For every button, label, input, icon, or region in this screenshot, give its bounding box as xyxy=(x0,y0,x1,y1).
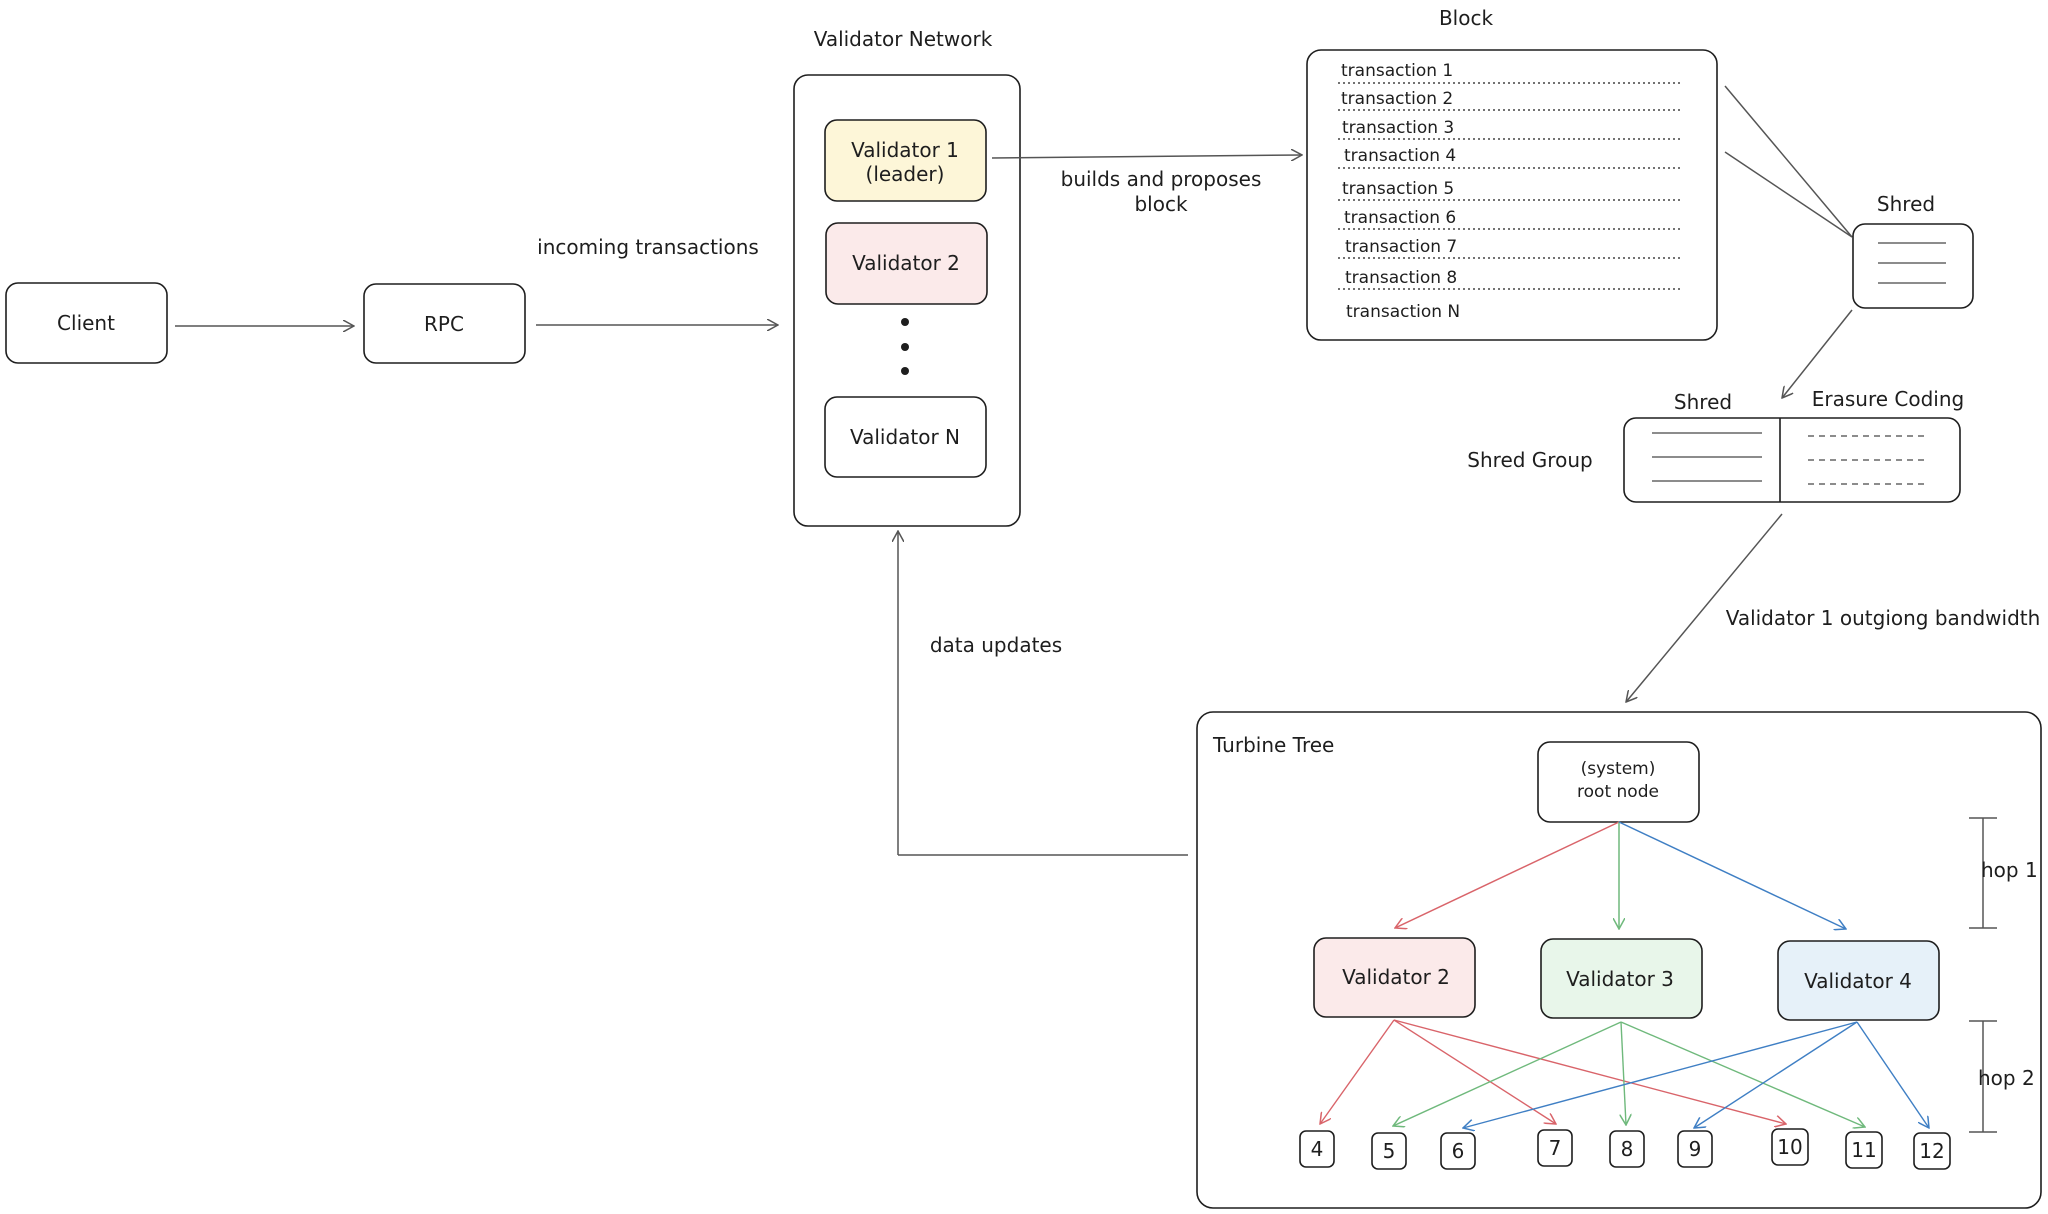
block-to-shred-line xyxy=(1724,151,1853,238)
validator-n-node xyxy=(824,396,987,478)
hop2-arrow-blue xyxy=(1694,1021,1858,1128)
turbine-validator-3-node xyxy=(1540,938,1703,1019)
leaf-node-8: 8 xyxy=(1609,1130,1645,1168)
hop2-bracket xyxy=(1969,1020,1997,1133)
transaction-item: transaction 8 xyxy=(1345,268,1457,288)
hop1-arrow-blue xyxy=(1618,821,1846,929)
rpc-node xyxy=(363,283,526,364)
leaf-node-label: 10 xyxy=(1777,1135,1802,1159)
transaction-item: transaction 4 xyxy=(1344,146,1456,166)
hop1-arrow-red xyxy=(1395,821,1620,928)
validator-2-node xyxy=(825,222,988,305)
transaction-item: transaction 6 xyxy=(1344,208,1456,228)
shred-to-group-arrow xyxy=(1782,309,1853,398)
ellipsis-dot xyxy=(901,318,909,326)
hop1-bracket xyxy=(1969,817,1997,929)
group-to-turbine-arrow xyxy=(1626,513,1783,702)
validator-network-title: Validator Network xyxy=(814,27,993,51)
leaf-node-7: 7 xyxy=(1537,1129,1573,1167)
leaf-node-4: 4 xyxy=(1299,1130,1335,1168)
transaction-item: transaction 3 xyxy=(1342,118,1454,138)
hop2-arrow-green xyxy=(1393,1021,1622,1126)
shred-group-label: Shred Group xyxy=(1467,448,1592,472)
leaf-node-label: 8 xyxy=(1621,1137,1634,1161)
turbine-validator-2-label: Validator 2 xyxy=(1342,965,1450,989)
client-node xyxy=(5,282,168,364)
validator-1-leader-node xyxy=(824,119,987,202)
hop2-arrow-blue xyxy=(1856,1021,1929,1128)
turbine-validator-2-node xyxy=(1313,937,1476,1018)
transaction-item: transaction 7 xyxy=(1345,237,1457,257)
transaction-item: transaction 2 xyxy=(1341,89,1453,109)
block-container xyxy=(1306,49,1718,341)
validator-n-label: Validator N xyxy=(850,425,960,449)
leaf-node-12: 12 xyxy=(1913,1132,1951,1170)
root-node-label-line2: root node xyxy=(1577,782,1659,802)
ellipsis-dot xyxy=(901,343,909,351)
block-title: Block xyxy=(1439,6,1494,30)
leaf-node-11: 11 xyxy=(1845,1131,1883,1169)
leaf-node-5: 5 xyxy=(1371,1132,1407,1170)
ellipsis-dot xyxy=(901,367,909,375)
leaf-node-label: 12 xyxy=(1919,1139,1944,1163)
hop2-arrow-red xyxy=(1320,1019,1395,1124)
hop2-arrow-red xyxy=(1393,1019,1556,1124)
leaf-node-label: 5 xyxy=(1383,1139,1396,1163)
turbine-tree-title: Turbine Tree xyxy=(1212,733,1334,757)
hop2-arrow-green xyxy=(1621,1021,1626,1125)
hop2-label: hop 2 xyxy=(1978,1066,2035,1090)
turbine-validator-4-label: Validator 4 xyxy=(1804,969,1912,993)
transaction-item: transaction 5 xyxy=(1342,179,1454,199)
block-transaction-list: transaction 1 transaction 2 transaction … xyxy=(1338,61,1680,322)
data-updates-label: data updates xyxy=(930,633,1062,657)
shred-group-shred-header: Shred xyxy=(1674,390,1732,414)
leaf-node-9: 9 xyxy=(1677,1130,1713,1168)
shred-node xyxy=(1852,223,1974,309)
leaf-node-label: 9 xyxy=(1689,1137,1702,1161)
leaf-node-10: 10 xyxy=(1771,1128,1809,1166)
builds-proposes-label: builds and proposes xyxy=(1061,167,1262,191)
transaction-item: transaction 1 xyxy=(1341,61,1453,81)
validator-2-label: Validator 2 xyxy=(852,251,960,275)
turbine-validator-4-node xyxy=(1777,940,1940,1021)
validator-1-label: Validator 1 xyxy=(851,138,959,162)
hop2-arrow-blue xyxy=(1463,1021,1858,1128)
shred-title: Shred xyxy=(1877,192,1935,216)
root-node-label: (system) xyxy=(1581,759,1656,779)
validator-1-role-label: (leader) xyxy=(866,162,945,186)
hop1-label: hop 1 xyxy=(1981,858,2038,882)
leaf-node-label: 6 xyxy=(1452,1139,1465,1163)
shred-group-erasure-header: Erasure Coding xyxy=(1812,387,1964,411)
leaf-node-label: 7 xyxy=(1549,1136,1562,1160)
incoming-transactions-label: incoming transactions xyxy=(537,235,759,259)
leader-to-block-arrow xyxy=(991,155,1302,158)
client-label: Client xyxy=(57,311,115,335)
turbine-validator-3-label: Validator 3 xyxy=(1566,967,1674,991)
leaf-node-label: 4 xyxy=(1311,1137,1324,1161)
leaf-node-6: 6 xyxy=(1440,1132,1476,1170)
transaction-item: transaction N xyxy=(1346,302,1460,322)
hop2-arrow-green xyxy=(1620,1021,1865,1127)
builds-proposes-label-line2: block xyxy=(1134,192,1187,216)
hop2-arrow-red xyxy=(1393,1019,1786,1124)
outgoing-bandwidth-label: Validator 1 outgiong bandwidth xyxy=(1726,606,2041,630)
leaf-node-label: 11 xyxy=(1851,1138,1876,1162)
block-to-shred-line xyxy=(1724,85,1853,238)
rpc-label: RPC xyxy=(424,312,464,336)
